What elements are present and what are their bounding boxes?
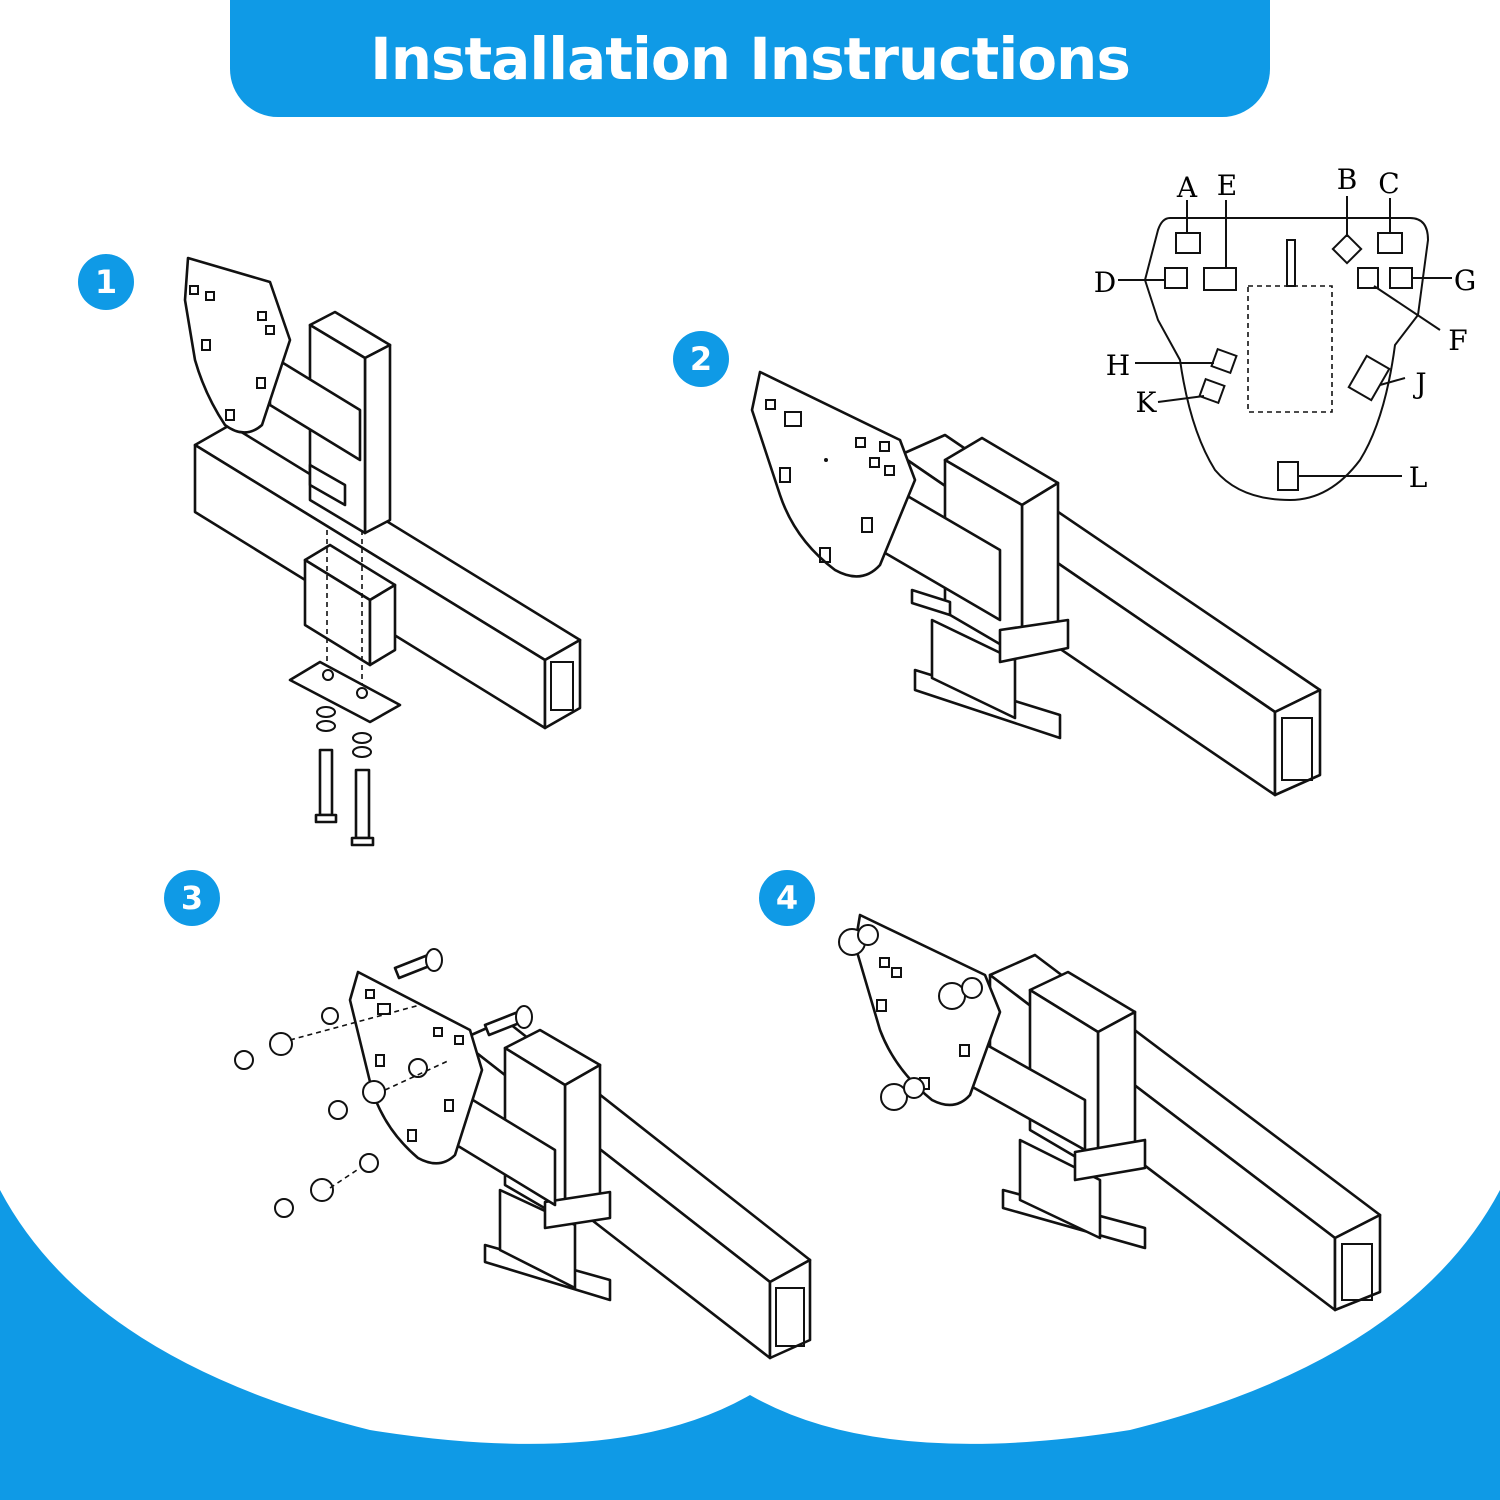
plate-outline xyxy=(1143,217,1430,502)
hole-b xyxy=(1331,233,1363,265)
title-banner: Installation Instructions xyxy=(230,0,1270,117)
page-title: Installation Instructions xyxy=(370,24,1131,93)
hole-a xyxy=(1175,232,1201,254)
hole-f xyxy=(1357,267,1379,289)
mount-plate xyxy=(750,370,917,578)
label-h: H xyxy=(1106,349,1130,382)
step-2-illustration xyxy=(750,370,1322,797)
label-j: J xyxy=(1412,367,1426,400)
hole-c xyxy=(1377,232,1403,254)
label-d: D xyxy=(1094,266,1116,299)
label-a: A xyxy=(1176,171,1198,204)
step-3-badge: 3 xyxy=(164,870,220,926)
label-f: F xyxy=(1448,324,1467,357)
hole-j xyxy=(1347,354,1391,402)
hole-d xyxy=(1164,267,1188,289)
label-g: G xyxy=(1454,264,1476,297)
label-e: E xyxy=(1217,169,1237,202)
mount-plate xyxy=(853,913,1002,1107)
step-1-illustration xyxy=(183,256,582,847)
label-l: L xyxy=(1409,461,1428,494)
step-1-badge: 1 xyxy=(78,254,134,310)
step-2-badge: 2 xyxy=(673,331,729,387)
plate-slot xyxy=(1286,239,1296,287)
step-4-badge: 4 xyxy=(759,870,815,926)
plate-reference-diagram: A E B C D G F H J K L xyxy=(1094,163,1476,502)
label-b: B xyxy=(1337,163,1358,196)
step-3-illustration xyxy=(234,948,812,1360)
hole-g xyxy=(1389,267,1413,289)
label-c: C xyxy=(1378,167,1399,200)
hole-e xyxy=(1203,267,1237,291)
plate-center-dashed xyxy=(1247,285,1333,413)
step-4-illustration xyxy=(838,913,1382,1312)
hole-k xyxy=(1198,377,1226,405)
hole-h xyxy=(1210,347,1238,375)
label-k: K xyxy=(1136,386,1158,419)
